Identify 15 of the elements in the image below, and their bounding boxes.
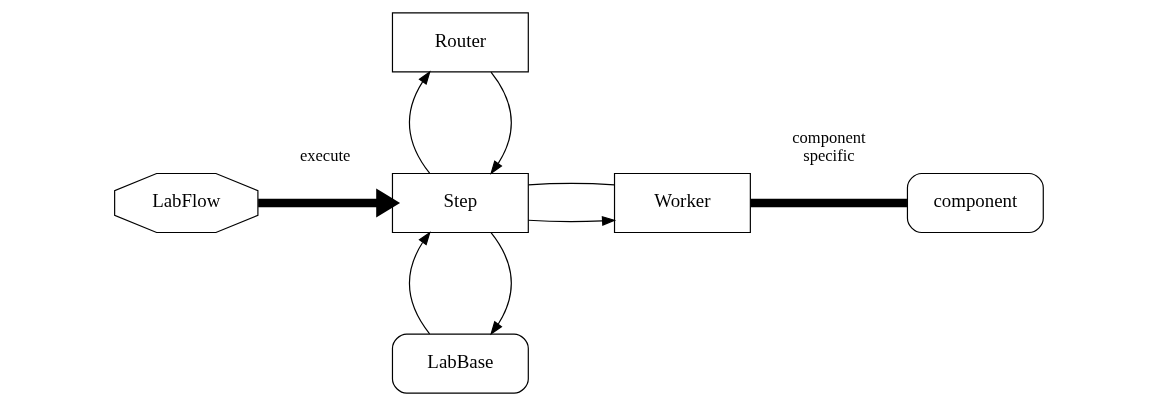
node-box: Step	[391, 172, 529, 234]
connector	[750, 198, 907, 208]
arrow	[408, 70, 431, 174]
arrow	[489, 71, 512, 175]
node-box: LabBase	[391, 333, 529, 394]
arrow	[489, 232, 512, 336]
node-box: component	[906, 172, 1044, 234]
connector	[527, 182, 615, 186]
arrow	[408, 231, 431, 335]
edge-label: execute	[299, 145, 350, 165]
edge-label: component specific	[791, 128, 866, 165]
arrow	[257, 188, 400, 218]
arrow	[527, 216, 616, 226]
node-box: Router	[391, 12, 529, 73]
node-box: Worker	[613, 172, 751, 234]
